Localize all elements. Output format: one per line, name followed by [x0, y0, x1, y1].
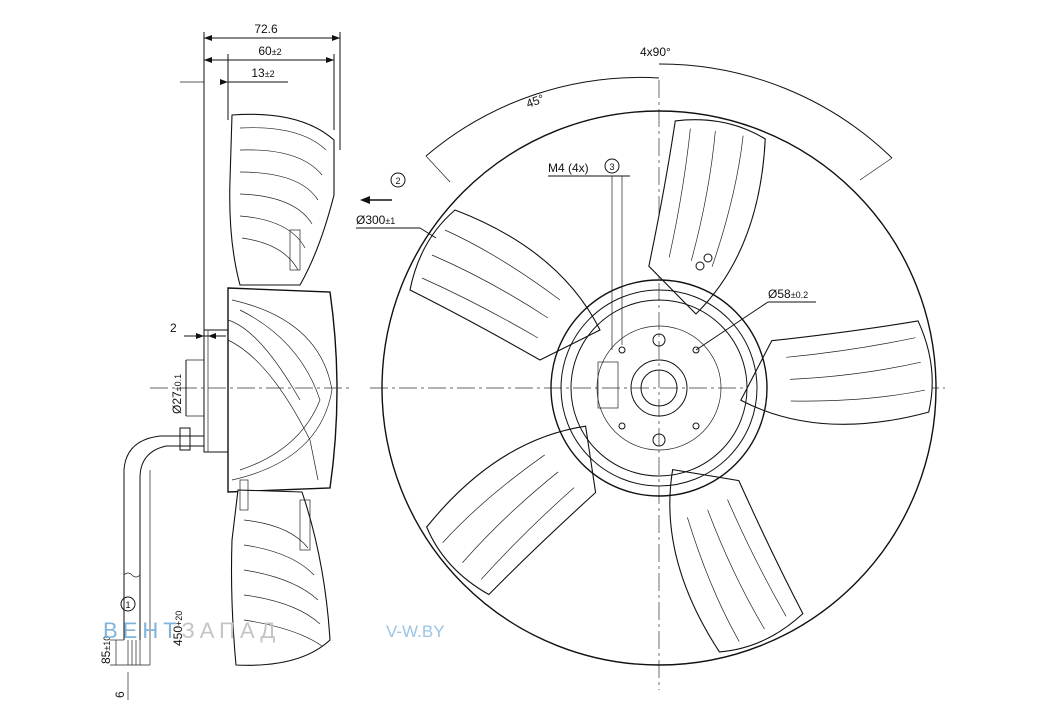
side-blade-lower: [230, 489, 331, 666]
blade-1: [409, 209, 601, 361]
dim-angle-blades: 45°: [524, 91, 546, 110]
callout-3-label: 3: [609, 162, 614, 172]
dim-cable-end: 85: [99, 650, 113, 664]
angle-arc-45: [425, 76, 660, 157]
dim-strip-length: 6: [113, 691, 127, 698]
callout-2-label: 2: [395, 176, 400, 186]
mount-hole: [692, 346, 700, 354]
svg-text:Ø58±0.2: Ø58±0.2: [768, 287, 808, 301]
mount-hole: [618, 346, 626, 354]
callout-2-circle: [390, 172, 406, 188]
dim-rotor-diameter: Ø58: [768, 287, 791, 301]
side-flange: [203, 329, 229, 453]
mount-hole: [618, 422, 626, 430]
mount-hole: [692, 422, 700, 430]
side-view: 72.6 60±2 13±2: [99, 22, 350, 700]
side-hub: [227, 287, 338, 493]
callout-1-label: 1: [125, 600, 130, 610]
svg-text:85±10: 85±10: [99, 636, 113, 664]
ground-symbol: [695, 261, 705, 271]
hub-ring: [560, 289, 758, 487]
blade-2: [648, 119, 766, 315]
dim-blade-depth: 60: [258, 44, 272, 58]
dim-overall-depth: 72.6: [254, 22, 278, 36]
shaft: [640, 369, 678, 407]
dim-hub-diameter: Ø27: [170, 391, 184, 414]
dim-thread: M4 (4x): [548, 161, 589, 175]
svg-text:60±2: 60±2: [258, 44, 281, 58]
svg-text:450+20: 450+20: [171, 611, 185, 646]
hub-outer: [550, 279, 768, 497]
blade-3: [740, 320, 933, 425]
callout-1-circle: [120, 596, 136, 612]
watermark-brand: ВЕНТЗАПАД: [103, 618, 281, 643]
svg-text:13±2: 13±2: [251, 66, 274, 80]
cable-inner: [139, 445, 204, 640]
cable-outer: [123, 435, 204, 640]
rotor-circle: [596, 325, 722, 451]
shaft-boss: [630, 359, 688, 417]
blade-4: [669, 468, 804, 653]
svg-text:Ø27±0.1: Ø27±0.1: [170, 374, 184, 414]
blade-group: [409, 119, 933, 653]
side-blade-upper: [229, 113, 335, 286]
dim-shaft-offset: 2: [170, 321, 177, 335]
dim-cable-length: 450: [171, 626, 185, 646]
watermark-site: V-W.BY: [386, 622, 445, 641]
angle-arc-4x90: [658, 63, 893, 159]
svg-text:Ø300±1: Ø300±1: [356, 213, 395, 227]
callout-3-circle: [604, 158, 620, 174]
fan-outer-circle: [381, 110, 937, 666]
blade-5: [426, 425, 597, 596]
dim-angle-holes: 4x90°: [640, 45, 671, 59]
dim-front-offset: 13: [251, 66, 265, 80]
dim-fan-diameter: Ø300: [356, 213, 386, 227]
front-view: Ø300±1 2 45° 4x90° M4 (4x) 3 Ø58±0.2: [356, 45, 945, 690]
